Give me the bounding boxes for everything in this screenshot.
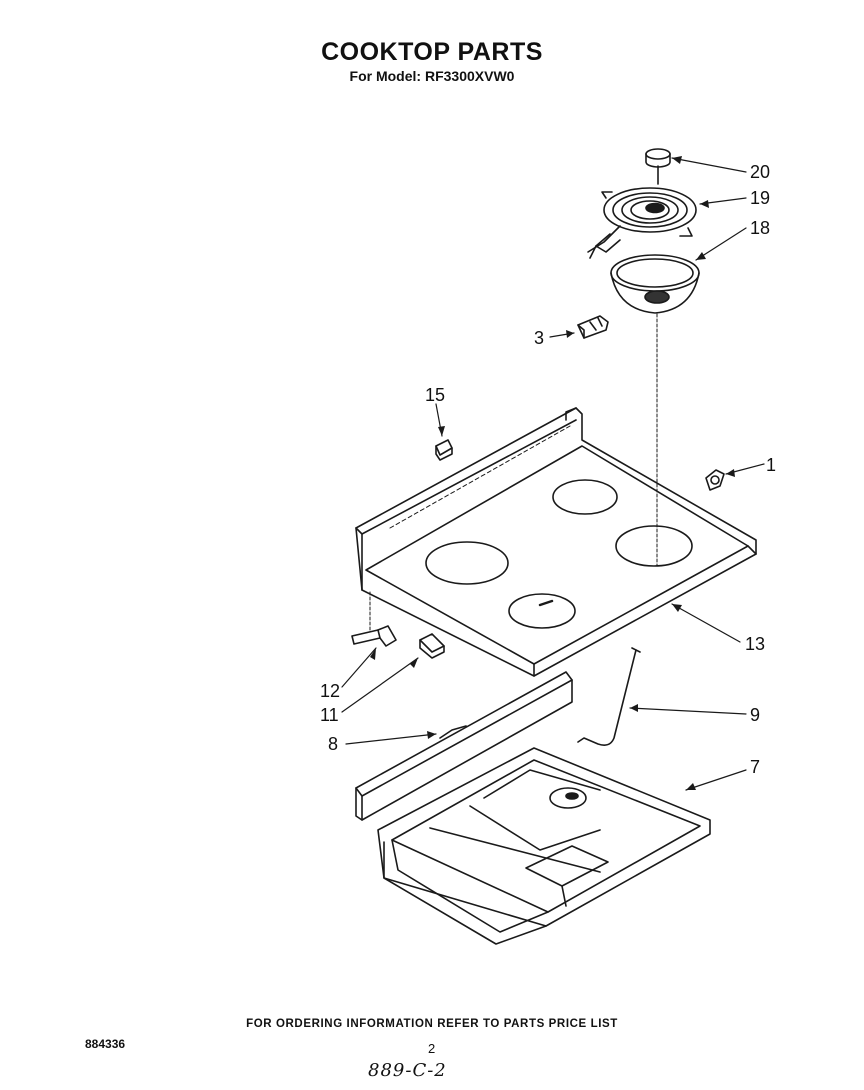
- model-subtitle: For Model: RF3300XVW0: [349, 68, 515, 84]
- drip-tray-part: [377, 747, 711, 945]
- callout-label: 18: [750, 218, 770, 238]
- callout-label: 15: [425, 385, 445, 405]
- callout-label: 7: [750, 757, 760, 777]
- surface-element-part: [587, 165, 697, 259]
- callout-label: 8: [328, 734, 338, 754]
- callout-label: 13: [745, 634, 765, 654]
- element-cap-part: [645, 148, 671, 168]
- leader-lines: [341, 157, 765, 791]
- bracket-part: [419, 633, 445, 659]
- ordering-note: FOR ORDERING INFORMATION REFER TO PARTS …: [246, 1018, 618, 1030]
- page-number: 2: [428, 1041, 436, 1056]
- terminal-block-part: [577, 315, 609, 339]
- handwritten-code: 889-C-2: [368, 1060, 447, 1081]
- callout-label: 9: [750, 705, 760, 725]
- cooktop-main-top-part: [355, 313, 757, 677]
- front-trim-part: [355, 671, 573, 821]
- callout-label: 1: [766, 455, 776, 475]
- grommet-part: [705, 469, 725, 491]
- clip-part: [435, 439, 453, 461]
- callout-label: 20: [750, 162, 770, 182]
- leader-arrowheads: [370, 156, 735, 790]
- document-number: 884336: [85, 1037, 126, 1051]
- callout-label: 3: [534, 328, 544, 348]
- callout-label: 11: [320, 705, 339, 725]
- hinge-pin-part: [351, 591, 397, 647]
- callout-label: 12: [320, 681, 340, 701]
- drip-bowl-part: [610, 254, 700, 314]
- callout-label: 19: [750, 188, 770, 208]
- rod-part: [577, 647, 641, 746]
- page-title: COOKTOP PARTS: [321, 38, 543, 66]
